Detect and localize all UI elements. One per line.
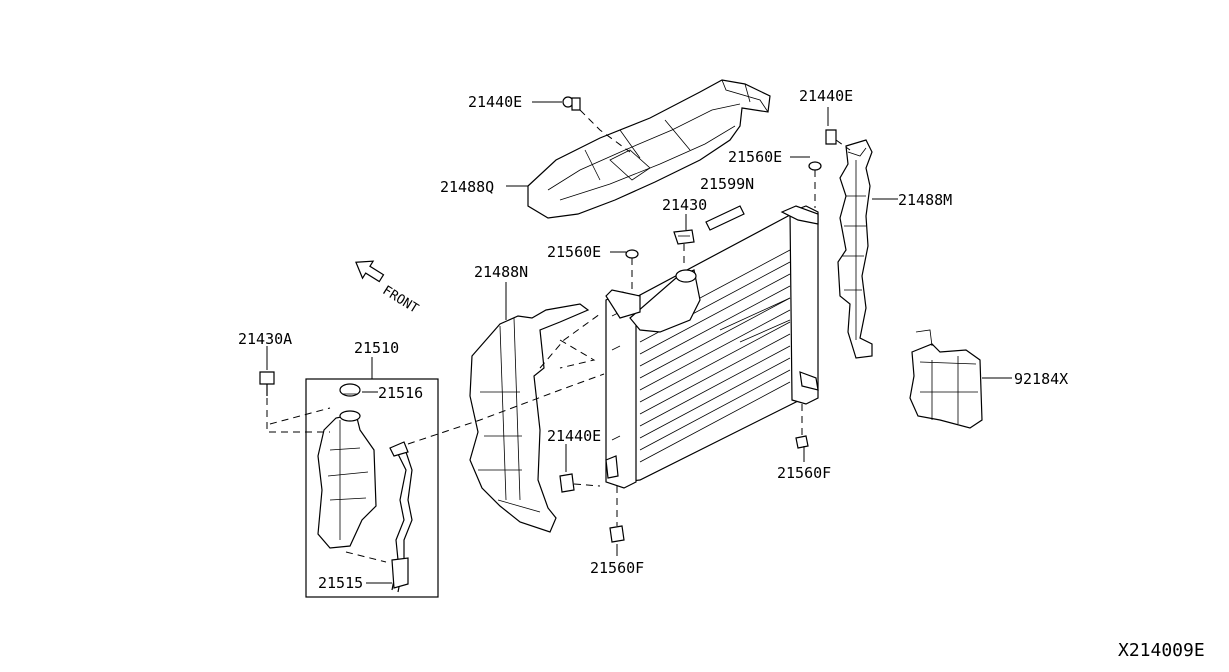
label-21430a: 21430A: [238, 330, 292, 348]
label-21488m: 21488M: [898, 191, 952, 209]
reservoir-cap-21516: [339, 383, 361, 397]
label-21430: 21430: [662, 196, 707, 214]
leader-dash-shroud-2: [559, 339, 596, 369]
front-label: FRONT: [380, 283, 421, 317]
label-21510: 21510: [354, 339, 399, 357]
right-shroud-21488m: [837, 139, 873, 359]
leader-lines: [266, 101, 1012, 584]
seal-21599n: [705, 205, 745, 231]
label-21516: 21516: [378, 384, 423, 402]
bolt-21430a: [259, 371, 331, 433]
reservoir-tank-21510: [317, 410, 377, 549]
leader-dash-reservoir: [407, 373, 605, 445]
label-21440e-top: 21440E: [468, 93, 522, 111]
label-21560e-right: 21560E: [728, 148, 782, 166]
front-arrow-indicator: FRONT: [355, 260, 421, 317]
label-92184x: 92184X: [1014, 370, 1068, 388]
label-21440e-right: 21440E: [799, 87, 853, 105]
label-21599n: 21599N: [700, 175, 754, 193]
label-21488n: 21488N: [474, 263, 528, 281]
left-shroud-21488n: [469, 303, 590, 533]
clip-21440e-top: [562, 96, 631, 153]
label-21515: 21515: [318, 574, 363, 592]
reservoir-hose-21515: [345, 441, 413, 593]
leader-dash-shroud: [539, 313, 601, 369]
grommet-21560e-right: [808, 161, 822, 208]
radiator-cap-21430: [673, 229, 695, 268]
grommet-21560f-right: [795, 404, 809, 449]
label-21560f-low: 21560F: [590, 559, 644, 577]
label-21488q: 21488Q: [440, 178, 494, 196]
diagram-reference-code: X214009E: [1118, 640, 1205, 661]
clip-21440e-low: [559, 473, 601, 493]
bracket-92184x: [909, 329, 983, 429]
grommet-21560e-mid: [625, 249, 639, 292]
radiator-assembly: [605, 205, 819, 489]
label-21560e-mid: 21560E: [547, 243, 601, 261]
label-21440e-low: 21440E: [547, 427, 601, 445]
label-21560f-right: 21560F: [777, 464, 831, 482]
grommet-21560f-low: [609, 486, 625, 543]
upper-shroud-21488q: [527, 79, 771, 219]
clip-21440e-right: [825, 129, 851, 151]
